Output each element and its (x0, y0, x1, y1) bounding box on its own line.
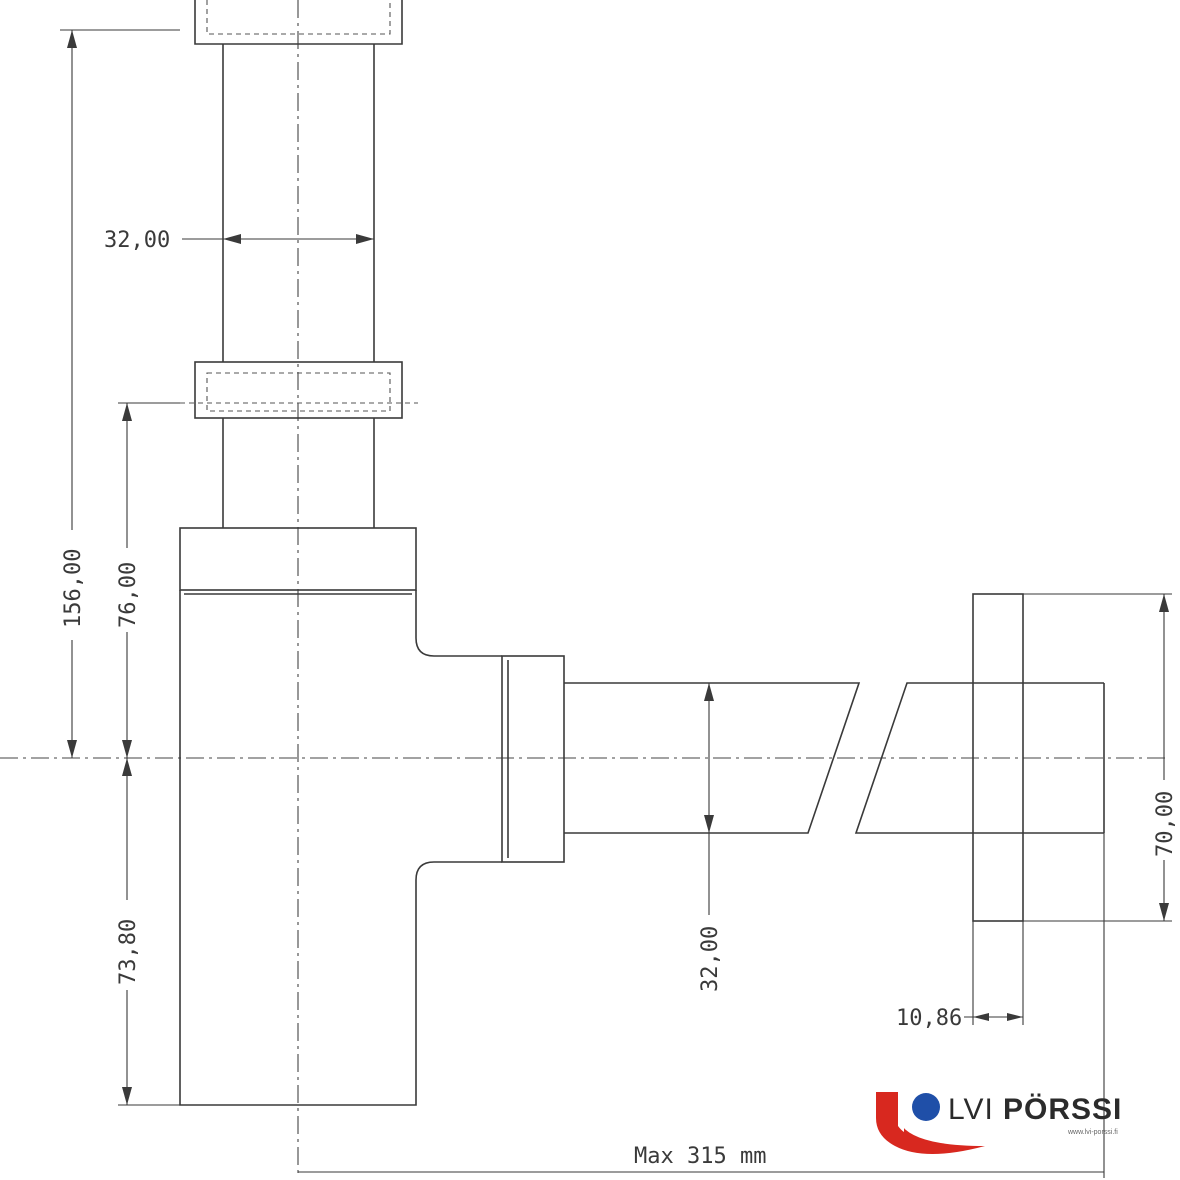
dim-label-pipe-diameter: 32,00 (104, 228, 170, 253)
logo-brand-light: LVI (948, 1093, 994, 1126)
outlet-pipe (564, 682, 1105, 834)
logo-blue-dot (912, 1093, 940, 1121)
outlet-nut (501, 655, 565, 863)
bottle-body (179, 527, 502, 1106)
logo-url: www.lvi-porssi.fi (1067, 1129, 1118, 1136)
middle-nut (180, 361, 418, 419)
dim-label-max-length: Max 315 mm (634, 1144, 766, 1169)
wall-flange (972, 593, 1172, 922)
logo-brand-bold: PÖRSSI (1003, 1093, 1122, 1126)
dim-lower-height: 73,80 (116, 758, 180, 1106)
dim-label-outlet-diameter: 32,00 (698, 926, 723, 992)
dim-max-length: Max 315 mm (298, 833, 1105, 1178)
dim-label-total-height: 156,00 (61, 549, 86, 628)
lviporssi-logo: LVI PÖRSSI www.lvi-porssi.fi (876, 1088, 1122, 1154)
dim-label-flange-height: 70,00 (1153, 791, 1178, 857)
top-nut (194, 0, 403, 45)
dim-label-upper-height: 76,00 (116, 562, 141, 628)
dim-pipe-diameter: 32,00 (104, 228, 374, 253)
dim-flange-height: 70,00 (1153, 594, 1178, 921)
dim-upper-height: 76,00 (116, 402, 180, 758)
dim-label-flange-depth: 10,86 (896, 1006, 962, 1031)
dim-outlet-diameter: 32,00 (698, 683, 723, 992)
vertical-pipe (222, 44, 375, 528)
dim-total-height: 156,00 (60, 29, 180, 758)
logo-red-swoosh (876, 1092, 985, 1154)
dim-flange-depth: 10,86 (896, 921, 1024, 1031)
dim-label-lower-height: 73,80 (116, 919, 141, 985)
